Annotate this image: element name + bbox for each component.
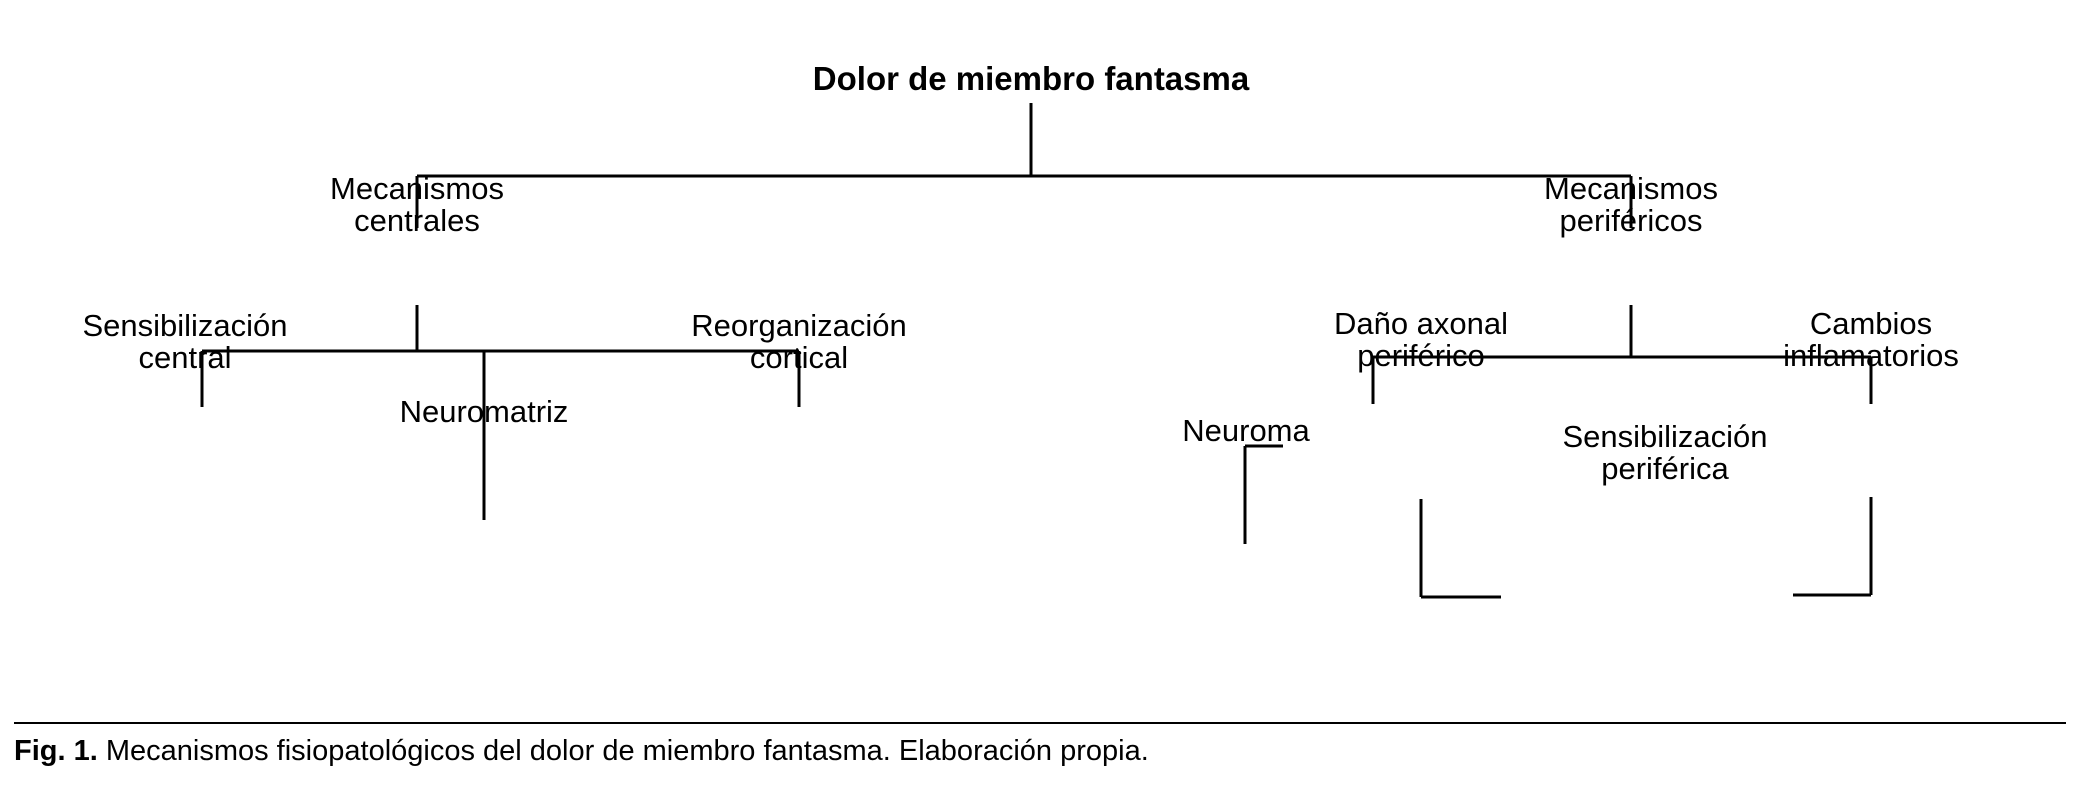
figure-caption: Fig. 1. Mecanismos fisiopatológicos del …: [14, 735, 1149, 768]
node-cambios-inflamatorios: Cambios inflamatorios: [1783, 306, 1959, 374]
node-dano-axonal-periferico: Daño axonal periférico: [1333, 306, 1509, 374]
node-dolor-de-miembro-fantasma: Dolor de miembro fantasma: [812, 60, 1250, 97]
node-neuroma: Neuroma: [1182, 413, 1310, 448]
node-neuromatriz: Neuromatriz: [399, 394, 569, 429]
figure-caption-label: Fig. 1.: [14, 735, 98, 767]
node-sensibilizacion-periferica: Sensibilización periférica: [1562, 419, 1768, 487]
node-mecanismos-centrales: Mecanismos centrales: [330, 171, 504, 239]
caption-divider: [14, 722, 2066, 724]
node-reorganizacion-cortical: Reorganización cortical: [691, 308, 907, 376]
figure-caption-text: Mecanismos fisiopatológicos del dolor de…: [97, 735, 1149, 767]
node-mecanismos-perifericos: Mecanismos periféricos: [1544, 171, 1718, 239]
node-sensibilizacion-central: Sensibilización central: [82, 308, 288, 376]
